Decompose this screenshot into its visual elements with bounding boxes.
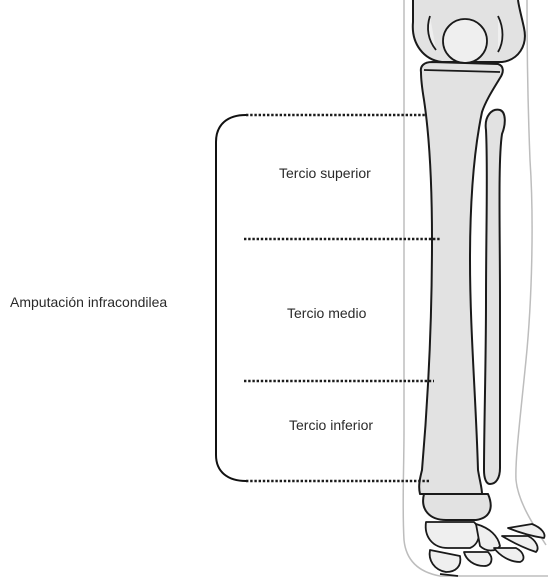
upper-third-label: Tercio superior (279, 165, 371, 181)
foot-bones (423, 494, 544, 576)
patella (443, 19, 487, 63)
talus (423, 494, 491, 520)
amputation-bracket (216, 115, 246, 481)
lower-third-label: Tercio inferior (289, 417, 373, 433)
fibula-bone (484, 110, 505, 484)
femur-knee (413, 0, 525, 63)
middle-third-label: Tercio medio (287, 305, 367, 321)
amputation-label: Amputación infracondilea (10, 294, 167, 310)
fibula (484, 110, 505, 484)
